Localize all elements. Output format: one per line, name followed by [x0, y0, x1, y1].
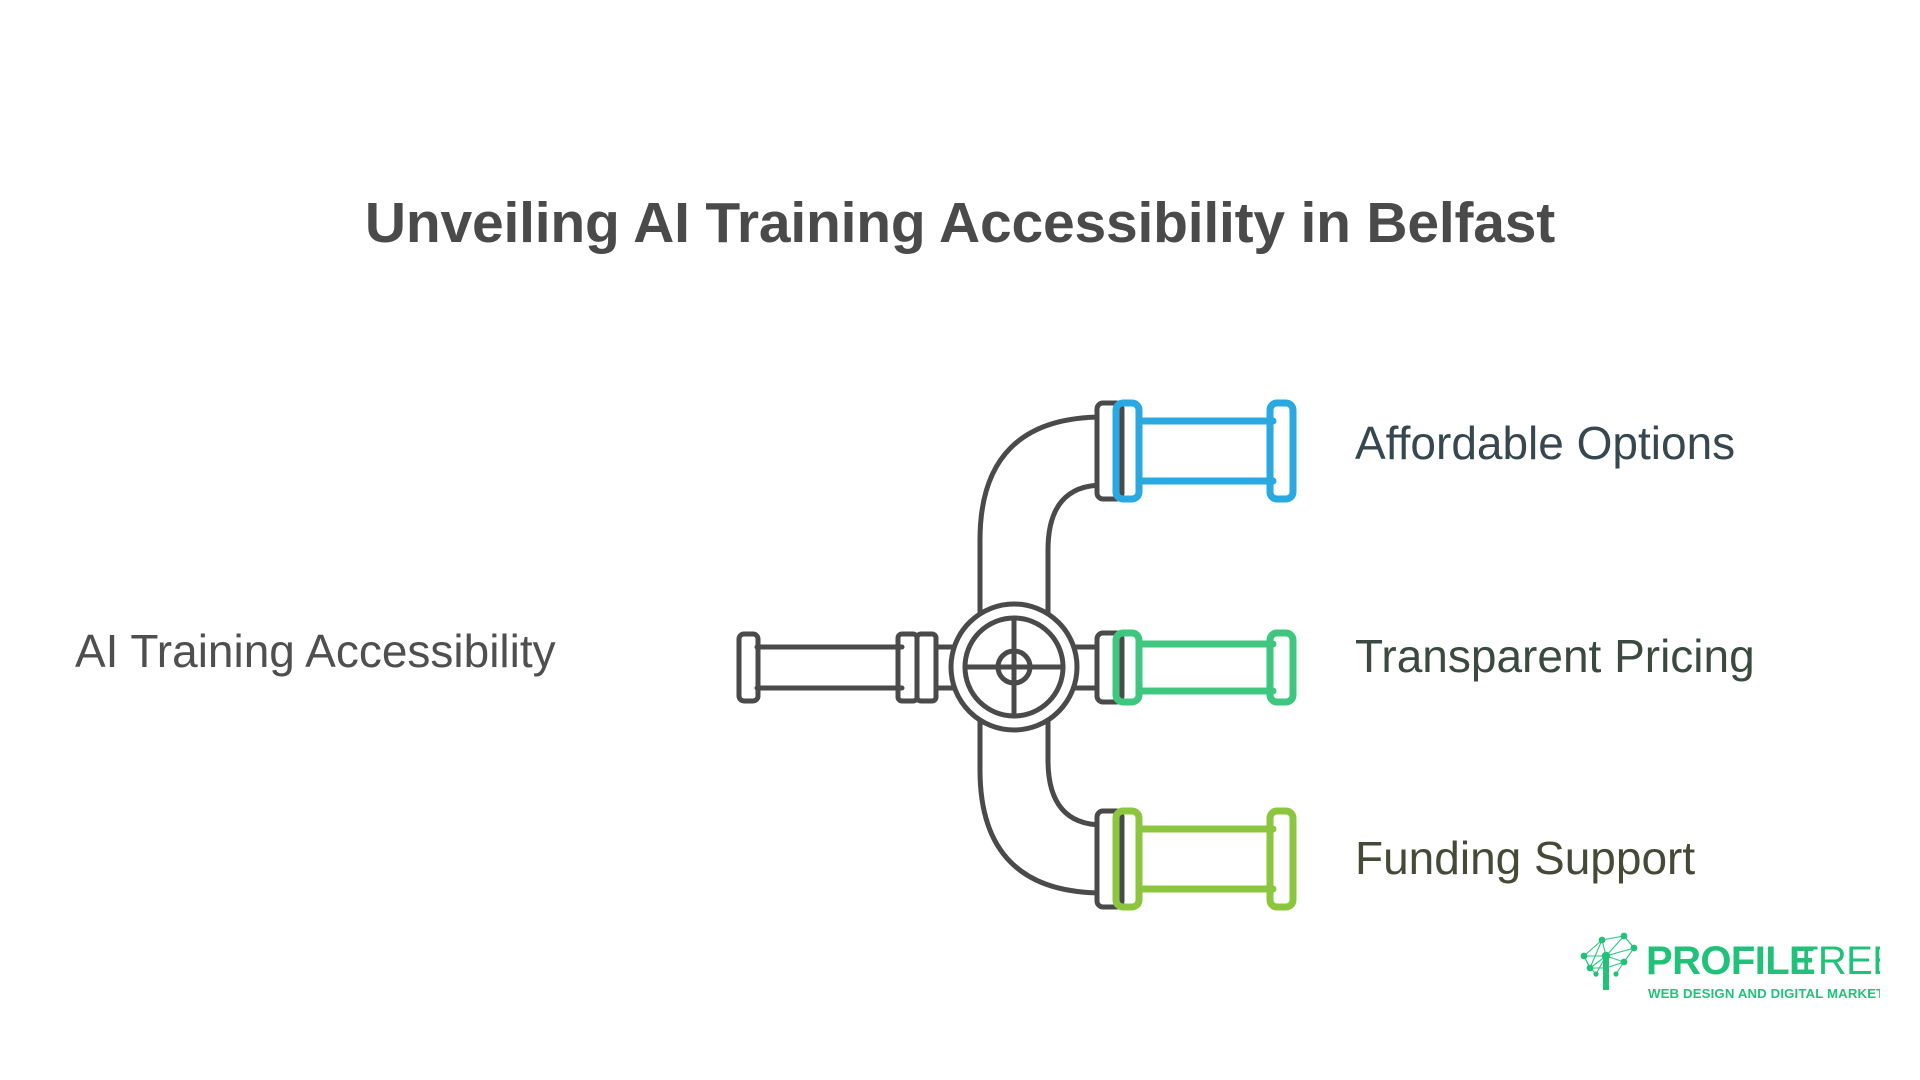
page-title: Unveiling AI Training Accessibility in B…: [364, 191, 1556, 255]
elbow-down-icon: [977, 672, 1106, 896]
profiletree-logo-svg: PROFILE TREE WEB DESIGN AND DIGITAL MARK…: [1580, 932, 1880, 1001]
logo-name-light: TREE: [1794, 939, 1880, 983]
pipe-valve-illustration: [736, 399, 1297, 911]
logo-tagline: WEB DESIGN AND DIGITAL MARKETING: [1648, 986, 1880, 1001]
branch-label-funding-support: Funding Support: [1355, 832, 1696, 884]
network-tree-icon: [1580, 932, 1638, 990]
profiletree-logo: PROFILE TREE WEB DESIGN AND DIGITAL MARK…: [1572, 928, 1880, 1010]
branch-pipe-top: [1112, 399, 1297, 503]
branch-label-affordable-options: Affordable Options: [1355, 417, 1736, 469]
branch-pipe-bottom: [1112, 807, 1297, 911]
branch-label-transparent-pricing: Transparent Pricing: [1355, 630, 1755, 682]
pipe-inlet-icon: [736, 631, 965, 704]
elbow-up-icon: [977, 414, 1106, 638]
logo-name-bold: PROFILE: [1646, 939, 1815, 983]
valve-wheel-icon: [948, 601, 1080, 733]
branch-pipe-middle: [1112, 629, 1297, 706]
source-label: AI Training Accessibility: [75, 625, 556, 677]
